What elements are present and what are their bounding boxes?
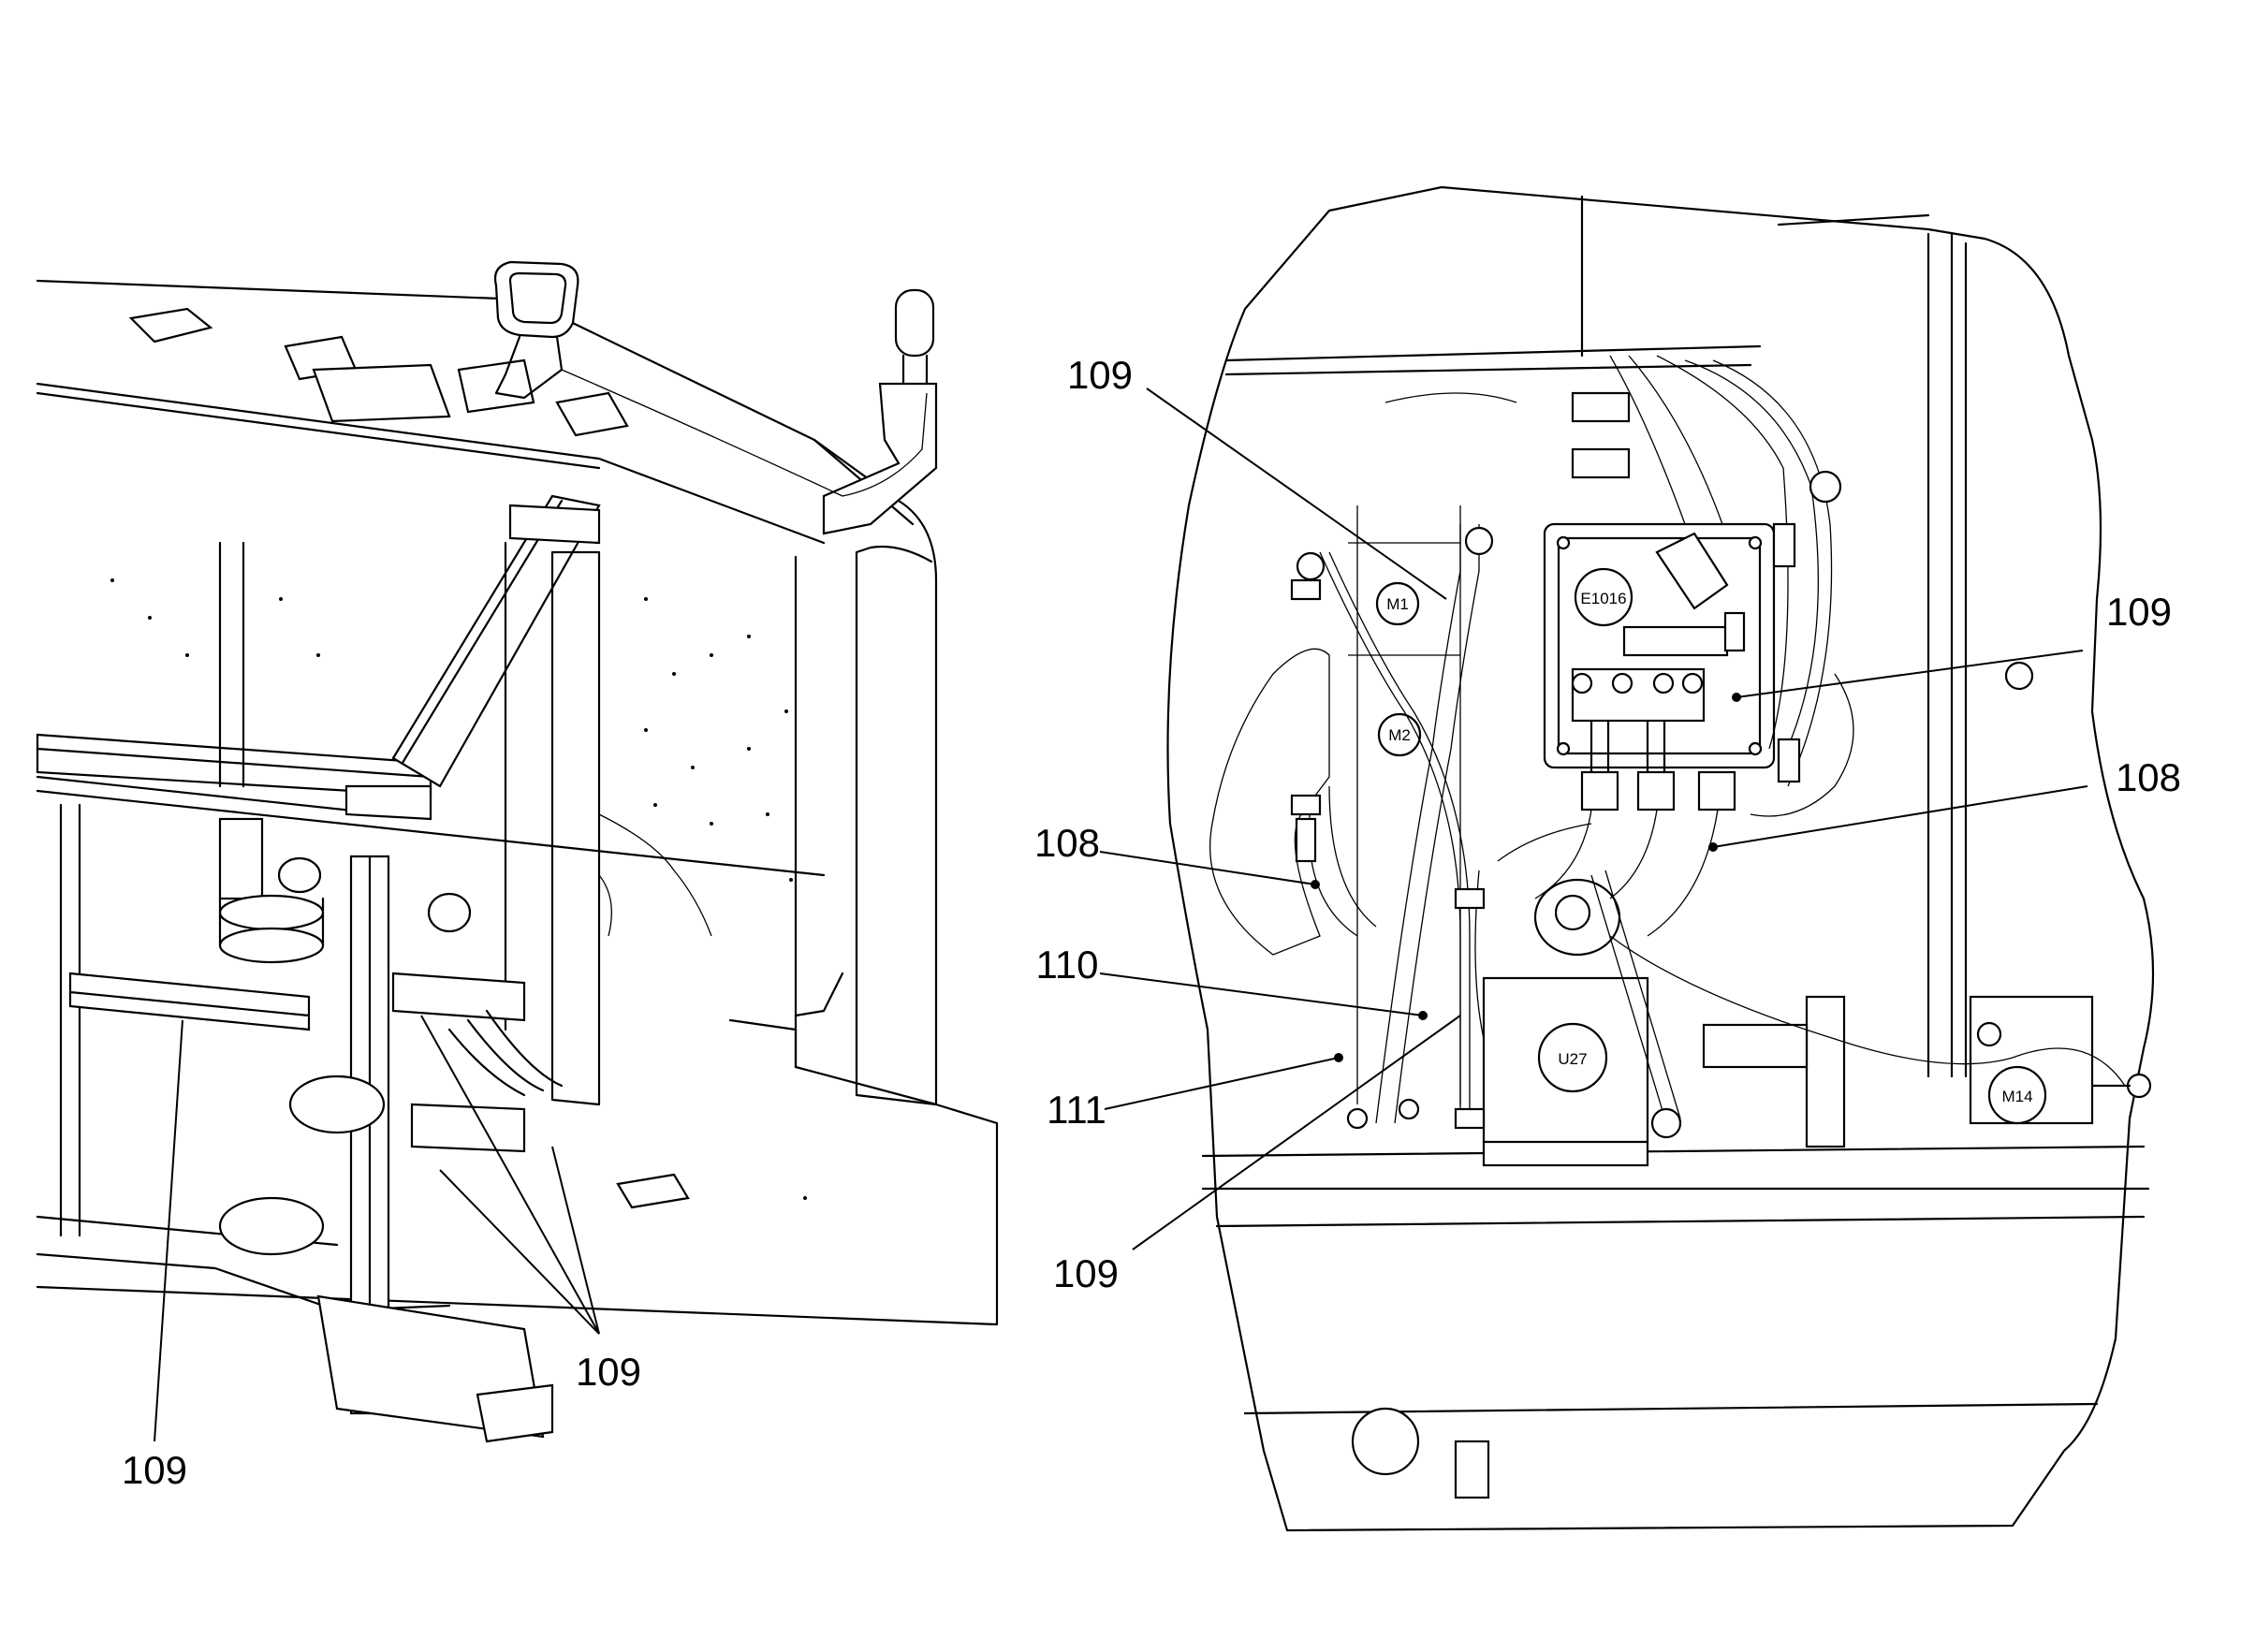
side-cable	[598, 813, 712, 937]
harness-rails	[68, 972, 564, 1153]
motor-m14: M14	[1702, 995, 2152, 1148]
callout-right-110: 110	[1036, 943, 1099, 987]
callout-right-108-a: 108	[2116, 755, 2181, 799]
cable-glands	[1580, 770, 1736, 811]
tag-u27: U27	[1558, 1050, 1587, 1068]
callout-right-109-bottom: 109	[1053, 1251, 1119, 1295]
detail-outline	[1166, 185, 2155, 1532]
motor-m2: M2	[1377, 712, 1422, 757]
top-cable	[561, 369, 928, 497]
callout-right-109-top: 109	[1067, 353, 1133, 397]
callout-left-109-a: 109	[122, 1448, 187, 1492]
tag-e1016: E1016	[1580, 590, 1626, 607]
tag-m1: M1	[1386, 595, 1409, 613]
tag-m2: M2	[1388, 726, 1411, 744]
actuator-assembly	[218, 817, 472, 1256]
detail-frame	[1201, 195, 2150, 1415]
beacon-light	[493, 260, 579, 400]
right-detail-view: M1 M2 E1016	[1099, 185, 2155, 1532]
bolt-holes	[110, 578, 807, 1200]
connectors	[1290, 391, 2034, 1499]
callout-right-111: 111	[1047, 1088, 1106, 1132]
control-box-e1016: E1016	[1543, 522, 1776, 774]
structural-beams	[36, 494, 601, 1106]
lower-bracket	[316, 1173, 690, 1443]
motor-m1: M1	[1375, 581, 1420, 626]
callout-right-109-box: 109	[2106, 590, 2172, 634]
callout-right-108-b: 108	[1034, 821, 1100, 865]
top-deck	[128, 307, 629, 437]
callout-labels: 109 109 109 109 108 108 110 111 109	[122, 353, 2181, 1492]
antenna-mast	[822, 288, 938, 535]
left-frame-view	[36, 260, 999, 1443]
tag-m14: M14	[2001, 1088, 2032, 1105]
left-casting	[1209, 648, 1330, 956]
unit-u27: U27	[1482, 878, 1649, 1167]
left-leaders	[154, 1015, 600, 1442]
frame-outline	[36, 279, 999, 1326]
callout-left-109-b: 109	[576, 1350, 641, 1394]
right-leaders	[1099, 387, 2088, 1250]
